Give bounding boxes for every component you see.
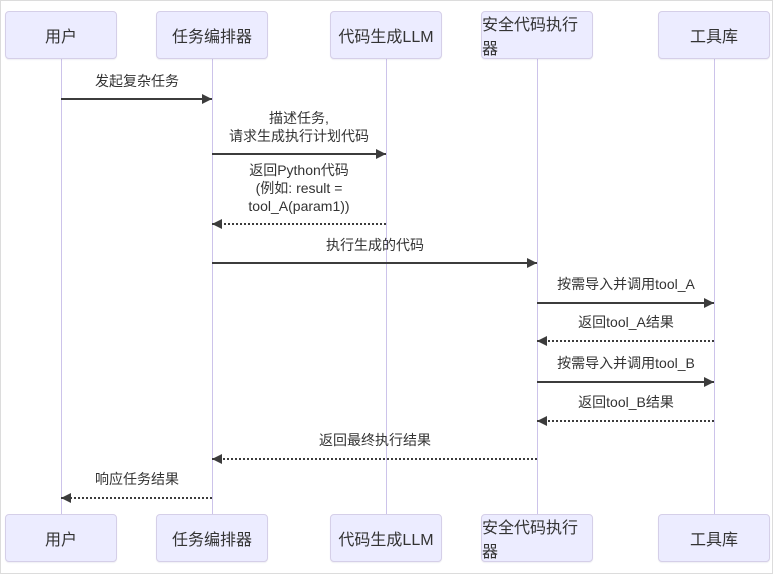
message-7-arrowhead-icon	[704, 377, 714, 387]
actor-label: 安全代码执行器	[482, 520, 579, 561]
message-1-line	[61, 98, 212, 100]
message-10-label: 响应任务结果	[95, 471, 179, 487]
message-9-line	[212, 458, 537, 460]
lifeline-orchestrator	[212, 59, 213, 514]
actor-label: 任务编排器	[171, 532, 252, 549]
actor-executor-top: 安全代码执行器	[481, 11, 593, 59]
actor-label: 代码生成LLM	[338, 532, 434, 549]
message-3-line	[212, 223, 386, 225]
message-5-line	[537, 302, 714, 304]
message-6-arrowhead-icon	[537, 336, 547, 346]
actor-codegen-llm-bottom: 代码生成LLM	[330, 514, 442, 562]
actor-orchestrator-bottom: 任务编排器	[156, 514, 268, 562]
message-6-line	[537, 340, 714, 342]
message-8-arrowhead-icon	[537, 416, 547, 426]
message-1-arrowhead-icon	[202, 94, 212, 104]
message-3-label: 返回Python代码 (例如: result = tool_A(param1))	[248, 162, 350, 214]
actor-tool-library-top: 工具库	[658, 11, 770, 59]
actor-user-top: 用户	[5, 11, 117, 59]
message-4-label: 执行生成的代码	[326, 237, 424, 253]
actor-label: 用户	[44, 29, 77, 46]
actor-orchestrator-top: 任务编排器	[156, 11, 268, 59]
actor-label: 安全代码执行器	[482, 17, 579, 58]
message-9-arrowhead-icon	[212, 454, 222, 464]
message-5-label: 按需导入并调用tool_A	[557, 276, 695, 292]
message-9-label: 返回最终执行结果	[319, 432, 431, 448]
message-8-label: 返回tool_B结果	[578, 394, 674, 410]
message-8-line	[537, 420, 714, 422]
actor-label: 工具库	[689, 29, 738, 46]
message-3-arrowhead-icon	[212, 219, 222, 229]
actor-label: 工具库	[689, 532, 738, 549]
message-2-arrowhead-icon	[376, 149, 386, 159]
message-1-label: 发起复杂任务	[95, 73, 179, 89]
message-6-label: 返回tool_A结果	[578, 314, 674, 330]
lifeline-executor	[537, 59, 538, 514]
message-7-line	[537, 381, 714, 383]
message-2-label: 描述任务, 请求生成执行计划代码	[229, 110, 369, 144]
message-2-line	[212, 153, 386, 155]
actor-executor-bottom: 安全代码执行器	[481, 514, 593, 562]
message-5-arrowhead-icon	[704, 298, 714, 308]
lifeline-tool-library	[714, 59, 715, 514]
message-4-line	[212, 262, 537, 264]
actor-tool-library-bottom: 工具库	[658, 514, 770, 562]
actor-user-bottom: 用户	[5, 514, 117, 562]
actor-label: 用户	[44, 532, 77, 549]
lifeline-user	[61, 59, 62, 514]
actor-label: 代码生成LLM	[338, 29, 434, 46]
lifeline-codegen-llm	[386, 59, 387, 514]
message-10-arrowhead-icon	[61, 493, 71, 503]
message-4-arrowhead-icon	[527, 258, 537, 268]
message-10-line	[61, 497, 212, 499]
actor-codegen-llm-top: 代码生成LLM	[330, 11, 442, 59]
message-7-label: 按需导入并调用tool_B	[557, 355, 695, 371]
actor-label: 任务编排器	[171, 29, 252, 46]
